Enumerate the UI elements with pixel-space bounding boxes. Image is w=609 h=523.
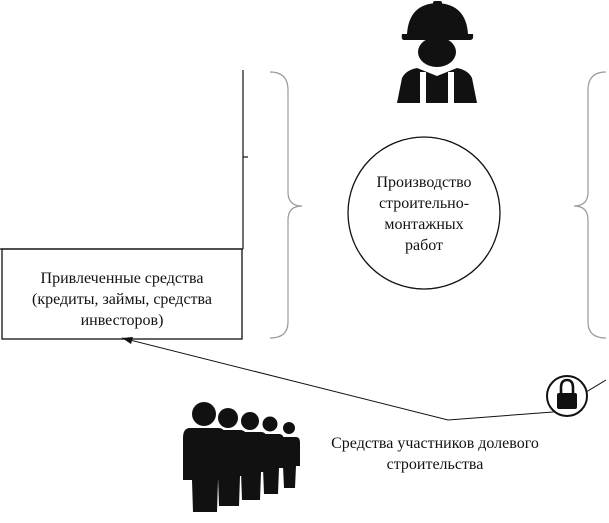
person-5 <box>279 422 300 488</box>
construction-worker-icon <box>397 1 477 103</box>
borrowed-funds-line-2: (кредиты, займы, средства <box>32 290 212 308</box>
borrowed-funds-line-3: инвесторов) <box>80 311 164 329</box>
lock-icon <box>546 375 588 417</box>
participants-funds-line-1: Средства участников долевого <box>331 435 539 452</box>
left-curly-brace <box>269 71 303 339</box>
participants-funds-label: Средства участников долевого строительст… <box>300 432 570 476</box>
production-line-3: монтажных <box>384 216 464 233</box>
production-line-2: строительно- <box>378 195 470 212</box>
borrowed-funds-line-1: Привлеченные средства <box>40 269 204 287</box>
borrowed-funds-box <box>1 248 243 340</box>
person-1 <box>183 402 226 512</box>
participants-funds-line-2: строительства <box>386 456 484 473</box>
production-label: Производство строительно- монтажных рабо… <box>356 171 492 257</box>
right-curly-brace <box>573 71 607 339</box>
people-queue-icon <box>183 402 300 512</box>
production-circle <box>347 136 501 290</box>
funds-frame <box>0 70 248 250</box>
production-line-4: работ <box>404 237 444 254</box>
production-line-1: Производство <box>376 174 472 191</box>
borrowed-funds-label: Привлеченные средства (кредиты, займы, с… <box>2 261 242 337</box>
